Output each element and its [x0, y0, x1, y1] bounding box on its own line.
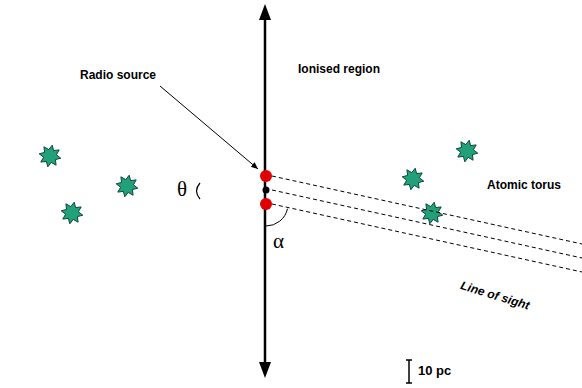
gas-cloud — [61, 202, 83, 224]
axis-label: Line of sight — [459, 278, 531, 312]
leader-line — [160, 86, 258, 169]
cloud-group — [39, 140, 478, 224]
angle-symbol: α — [273, 229, 284, 254]
callout-label: Radio source — [80, 68, 156, 82]
gas-cloud — [402, 168, 424, 190]
radio-lobe — [260, 170, 272, 182]
axis-head-bottom — [259, 362, 271, 378]
theta-arc — [197, 183, 201, 199]
gas-cloud — [456, 140, 478, 162]
atomic-torus: Atomic torus — [0, 110, 582, 280]
scale-bar — [406, 360, 412, 383]
alpha-arc — [266, 209, 288, 226]
radio-core — [263, 187, 270, 194]
torus-shape — [0, 110, 582, 280]
ionised-region: Ionised region — [113, 10, 509, 380]
region-label: Ionised region — [298, 62, 380, 76]
region-label: Atomic torus — [487, 178, 561, 192]
scale-label: 10 pc — [418, 363, 451, 378]
angle-symbol: θ — [177, 177, 187, 202]
gas-cloud — [39, 145, 61, 167]
radio-lobe — [260, 198, 272, 210]
gas-cloud — [116, 175, 138, 197]
line-of-sight — [272, 176, 582, 272]
axis-head-top — [259, 4, 271, 20]
